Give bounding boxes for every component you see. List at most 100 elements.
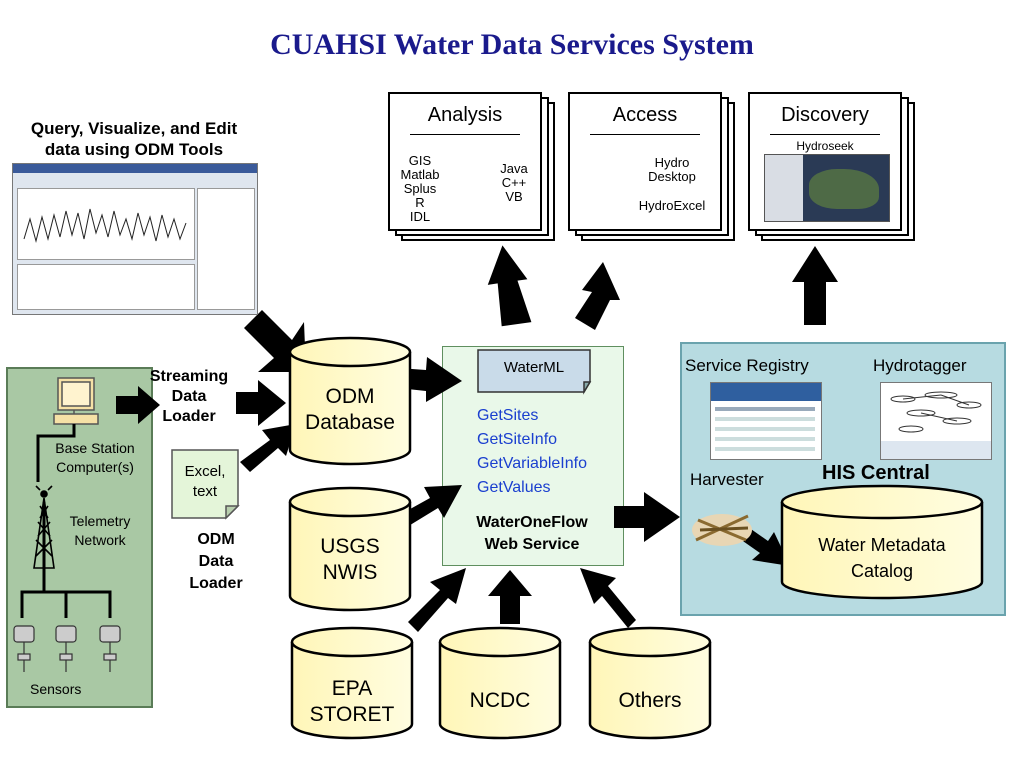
- arrow-others-to-wof: [580, 568, 636, 628]
- odm-db-line1: ODM: [325, 385, 375, 408]
- analysis-header: Analysis: [427, 104, 503, 126]
- usgs-nwis-label: USGS NWIS: [290, 534, 410, 586]
- odm-loader-line3: Loader: [189, 575, 243, 592]
- telemetry-line2: Network: [74, 532, 126, 548]
- arrow-to-discovery: [792, 246, 838, 325]
- access-rule: [590, 134, 700, 135]
- access-hydrodesktop: Hydro Desktop: [632, 156, 712, 184]
- arrow-to-analysis: [487, 245, 532, 327]
- arrow-panel-to-streaming: [116, 386, 160, 424]
- usgs-nwis-cylinder: [288, 486, 412, 612]
- access-line1: Hydro: [654, 155, 690, 170]
- service-registry-screenshot: [710, 382, 822, 460]
- discovery-box: Discovery Hydroseek: [748, 92, 902, 231]
- up-arrows: [487, 245, 838, 330]
- odm-tools-screenshot: [12, 163, 258, 315]
- odm-db-line2: Database: [305, 411, 395, 434]
- odm-tools-plot: [17, 188, 195, 260]
- base-station-label: Base Station Computer(s): [40, 439, 150, 477]
- analysis-item-matlab: Matlab: [400, 167, 440, 182]
- method-getvariableinfo: GetVariableInfo: [477, 455, 587, 472]
- arrow-wof-to-his: [614, 492, 680, 542]
- epa-line2: STORET: [309, 703, 395, 726]
- his-central-label: HIS Central: [822, 462, 930, 484]
- service-registry-label: Service Registry: [685, 356, 809, 375]
- discovery-header: Discovery: [781, 104, 869, 126]
- telemetry-tower-icon: [33, 485, 55, 569]
- analysis-languages-right: Java C++ VB: [494, 162, 534, 204]
- registry-row: [715, 427, 815, 431]
- odm-tools-stats-panel: [197, 188, 255, 310]
- computer-icon: [53, 377, 99, 425]
- streaming-line1: Streaming: [149, 368, 229, 385]
- hydroseek-map-screenshot: [764, 154, 890, 222]
- analysis-item-r: R: [415, 195, 425, 210]
- analysis-item-splus: Splus: [403, 181, 437, 196]
- harvester-wheat-icon: [692, 514, 752, 546]
- hydroseek-landmass: [809, 169, 879, 209]
- arrow-to-access: [575, 262, 620, 330]
- sensor-gauges-icon: [13, 625, 121, 672]
- excel-line1: Excel,: [184, 463, 226, 480]
- others-cylinder: [588, 626, 712, 740]
- epa-storet-label: EPA STORET: [292, 676, 412, 728]
- odm-tools-caption: Query, Visualize, and Edit data using OD…: [2, 118, 266, 160]
- registry-row: [715, 407, 815, 411]
- telemetry-label: Telemetry Network: [60, 512, 140, 550]
- usgs-line2: NWIS: [322, 561, 378, 584]
- wof-method-list: GetSites GetSiteInfo GetVariableInfo Get…: [477, 404, 587, 500]
- analysis-rule: [410, 134, 520, 135]
- harvester-label: Harvester: [690, 470, 764, 489]
- odm-tools-table: [17, 264, 195, 310]
- water-metadata-catalog-cylinder: [780, 484, 984, 600]
- odm-tools-titlebar: [13, 164, 257, 173]
- access-line2: Desktop: [648, 169, 696, 184]
- method-getsites: GetSites: [477, 407, 539, 424]
- base-station-line2: Computer(s): [56, 459, 134, 475]
- epa-line1: EPA: [331, 677, 373, 700]
- method-getsiteinfo: GetSiteInfo: [477, 431, 558, 448]
- ncdc-label: NCDC: [469, 689, 531, 712]
- analysis-item-vb: VB: [505, 189, 523, 204]
- hydroseek-sidebar: [765, 155, 803, 221]
- wateroneflow-label: WaterOneFlow Web Service: [442, 512, 622, 556]
- analysis-languages-left: GIS Matlab Splus R IDL: [398, 154, 442, 224]
- excel-text-label: Excel, text: [172, 462, 238, 502]
- arrow-epa-to-wof: [408, 568, 466, 632]
- waterml-document: [477, 349, 592, 395]
- odm-database-cylinder: [288, 336, 412, 466]
- hydrotagger-graph: [881, 391, 991, 459]
- telemetry-line1: Telemetry: [69, 513, 131, 529]
- method-getvalues: GetValues: [477, 479, 551, 496]
- odm-tools-caption-line1: Query, Visualize, and Edit: [30, 119, 238, 138]
- wof-name-line1: WaterOneFlow: [476, 514, 588, 531]
- excel-line2: text: [192, 483, 218, 500]
- sensor-wiring: [20, 424, 112, 618]
- analysis-item-cpp: C++: [501, 175, 527, 190]
- arrow-harvester-to-catalog: [740, 527, 790, 566]
- odm-loader-line1: ODM: [197, 531, 235, 548]
- streaming-data-loader-label: Streaming Data Loader: [146, 367, 232, 427]
- analysis-item-idl: IDL: [409, 209, 431, 224]
- catalog-line2: Catalog: [850, 561, 914, 581]
- odm-tools-timeseries: [23, 208, 187, 243]
- base-station-line1: Base Station: [55, 440, 135, 456]
- streaming-line3: Loader: [162, 408, 216, 425]
- hydrotagger-label: Hydrotagger: [873, 356, 967, 375]
- odm-data-loader-label: ODM Data Loader: [176, 529, 256, 595]
- odm-database-label: ODM Database: [290, 384, 410, 436]
- ncdc-cylinder: [438, 626, 562, 740]
- odm-loader-line2: Data: [198, 553, 234, 570]
- arrow-ncdc-to-wof: [488, 570, 532, 624]
- arrow-excel-to-odm: [240, 424, 296, 472]
- registry-row: [715, 437, 815, 441]
- page-title: CUAHSI Water Data Services System: [270, 28, 754, 61]
- analysis-item-java: Java: [500, 161, 528, 176]
- others-label: Others: [618, 689, 682, 712]
- water-metadata-catalog-label: Water Metadata Catalog: [782, 532, 982, 584]
- catalog-line1: Water Metadata: [818, 535, 946, 555]
- odm-tools-caption-line2: data using ODM Tools: [44, 140, 224, 159]
- discovery-hydroseek-label: Hydroseek: [796, 139, 854, 153]
- sensors-label: Sensors: [30, 681, 82, 697]
- hydrotagger-screenshot: [880, 382, 992, 460]
